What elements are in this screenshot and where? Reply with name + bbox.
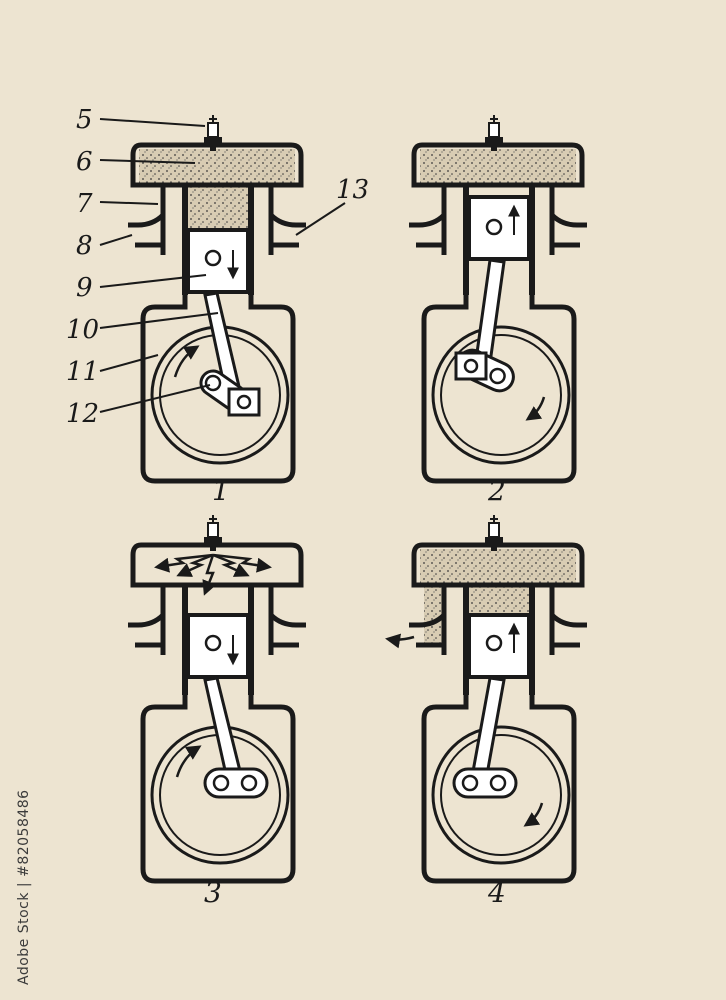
part-label-7: 7 <box>76 189 93 219</box>
engine-stage-4 <box>385 514 587 881</box>
part-label-13: 13 <box>336 175 369 205</box>
stock-watermark: Adobe Stock | #82058486 <box>16 789 32 985</box>
caption-stage-4: 4 <box>487 876 506 909</box>
leader-lines <box>99 118 346 413</box>
part-label-5: 5 <box>76 105 93 135</box>
part-label-8: 8 <box>76 231 93 261</box>
caption-stage-2: 2 <box>487 474 506 507</box>
engine-stage-3 <box>128 514 306 881</box>
caption-stage-3: 3 <box>204 876 222 909</box>
engine-stage-2 <box>409 114 587 481</box>
part-label-10: 10 <box>66 315 99 345</box>
engine-stage-1 <box>128 114 306 481</box>
part-label-12: 12 <box>66 399 99 429</box>
part-label-11: 11 <box>66 357 99 387</box>
part-label-9: 9 <box>76 273 93 303</box>
caption-stage-1: 1 <box>212 474 230 507</box>
part-label-6: 6 <box>76 147 93 177</box>
